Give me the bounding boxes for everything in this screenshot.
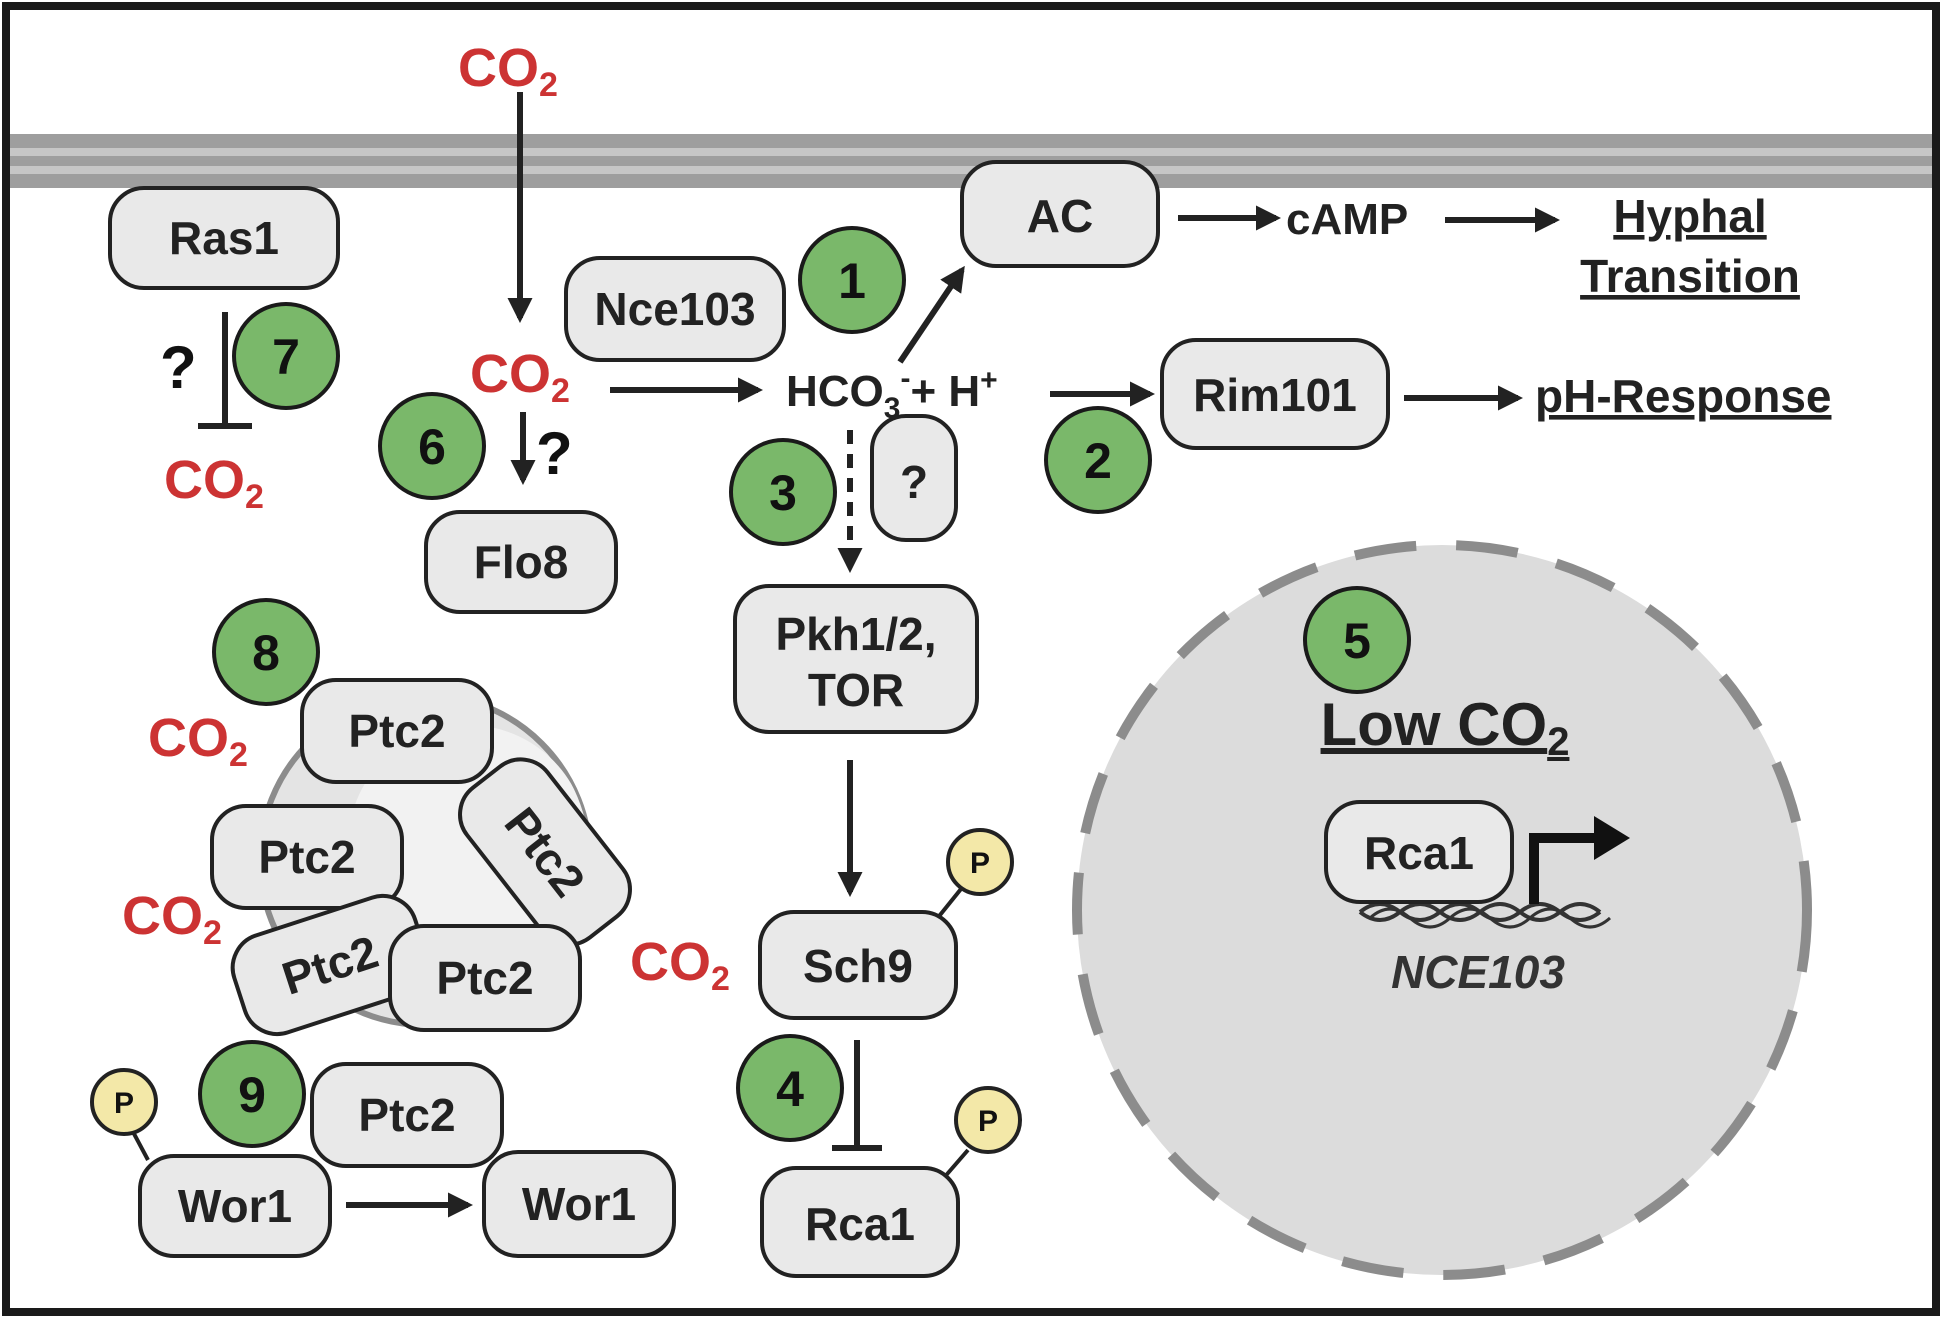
svg-text:Sch9: Sch9 xyxy=(803,940,913,992)
node-sch9: Sch9 xyxy=(758,910,958,1020)
inhibit-ras1-co2 xyxy=(198,312,252,429)
co2-ptc2-left: CO2 xyxy=(122,886,222,952)
svg-text:TOR: TOR xyxy=(808,664,904,716)
outcome-ph-response: pH-Response xyxy=(1535,370,1831,422)
svg-text:6: 6 xyxy=(418,419,446,475)
nucleus-title: Low CO2 xyxy=(1321,691,1570,764)
node-flo8: Flo8 xyxy=(424,510,618,614)
badge-6: 6 xyxy=(378,392,486,500)
bicarbonate-label: HCO3-+ H+ xyxy=(786,362,998,425)
question-mark-ras1: ? xyxy=(160,334,197,401)
svg-text:Wor1: Wor1 xyxy=(178,1180,292,1232)
svg-text:Flo8: Flo8 xyxy=(474,536,569,588)
question-mark-flo8: ? xyxy=(536,420,573,487)
phospho-sch9: P xyxy=(946,828,1014,896)
svg-text:8: 8 xyxy=(252,625,280,681)
badge-5: 5 xyxy=(1303,586,1411,694)
svg-text:Pkh1/2,: Pkh1/2, xyxy=(775,608,936,660)
svg-text:AC: AC xyxy=(1027,190,1093,242)
arrow-bicarb-to-ac xyxy=(897,265,965,364)
svg-text:9: 9 xyxy=(238,1067,266,1123)
co2-ptc2-top: CO2 xyxy=(148,708,248,774)
svg-text:Ptc2: Ptc2 xyxy=(436,952,533,1004)
svg-text:Rca1: Rca1 xyxy=(805,1198,915,1250)
badge-2: 2 xyxy=(1044,406,1152,514)
svg-text:Nce103: Nce103 xyxy=(594,283,755,335)
phospho-link-wor1 xyxy=(130,1129,150,1161)
node-ptc2-free: Ptc2 xyxy=(310,1062,504,1168)
svg-text:P: P xyxy=(978,1105,998,1138)
svg-text:?: ? xyxy=(900,456,928,508)
node-ras1: Ras1 xyxy=(108,186,340,290)
svg-text:Ptc2: Ptc2 xyxy=(258,831,355,883)
co2-extracellular: CO2 xyxy=(458,38,558,104)
svg-text:Ptc2: Ptc2 xyxy=(348,705,445,757)
svg-text:Ras1: Ras1 xyxy=(169,212,279,264)
outcome-hyphal-line2: Transition xyxy=(1580,250,1800,302)
transcription-start-arrow xyxy=(1529,816,1630,904)
node-pkh-tor: Pkh1/2, TOR xyxy=(733,584,979,734)
outcome-hyphal-line1: Hyphal xyxy=(1613,190,1766,242)
svg-text:4: 4 xyxy=(776,1061,804,1117)
svg-text:Rca1: Rca1 xyxy=(1364,827,1474,879)
svg-text:Wor1: Wor1 xyxy=(522,1178,636,1230)
node-nce103: Nce103 xyxy=(564,256,786,362)
svg-text:P: P xyxy=(114,1087,134,1120)
node-wor1: Wor1 xyxy=(482,1150,676,1258)
inhibit-sch9-rca1 xyxy=(832,1040,882,1151)
node-ac: AC xyxy=(960,160,1160,268)
co2-intracellular: CO2 xyxy=(470,344,570,410)
svg-text:5: 5 xyxy=(1343,613,1371,669)
svg-text:Rim101: Rim101 xyxy=(1193,369,1357,421)
svg-text:Ptc2: Ptc2 xyxy=(358,1089,455,1141)
badge-1: 1 xyxy=(798,226,906,334)
phospho-rca1: P xyxy=(954,1086,1022,1154)
node-ptc2-rotated-right: Ptc2 xyxy=(458,757,632,947)
badge-3: 3 xyxy=(729,438,837,546)
node-unknown: ? xyxy=(870,414,958,542)
svg-text:2: 2 xyxy=(1084,433,1112,489)
badge-8: 8 xyxy=(212,598,320,706)
camp-label: cAMP xyxy=(1286,195,1408,244)
gene-label-nce103: NCE103 xyxy=(1391,946,1565,998)
node-rca1-nucleus: Rca1 xyxy=(1324,800,1514,904)
gene-dna xyxy=(1358,902,1612,929)
svg-text:3: 3 xyxy=(769,465,797,521)
svg-text:P: P xyxy=(970,847,990,880)
node-ptc2-top: Ptc2 xyxy=(300,678,494,784)
svg-text:7: 7 xyxy=(272,329,300,385)
badge-9: 9 xyxy=(198,1040,306,1148)
co2-ras1-target: CO2 xyxy=(164,450,264,516)
node-ptc2-left: Ptc2 xyxy=(210,804,404,910)
badge-4: 4 xyxy=(736,1034,844,1142)
node-rim101: Rim101 xyxy=(1160,338,1390,450)
co2-sch9: CO2 xyxy=(630,932,730,998)
node-ptc2-bottom: Ptc2 xyxy=(388,924,582,1032)
phospho-link-sch9 xyxy=(934,882,967,922)
node-rca1-cytoplasm: Rca1 xyxy=(760,1166,960,1278)
phospho-wor1: P xyxy=(90,1068,158,1136)
node-wor1-phospho: Wor1 xyxy=(138,1154,332,1258)
svg-text:1: 1 xyxy=(838,253,866,309)
badge-7: 7 xyxy=(232,302,340,410)
